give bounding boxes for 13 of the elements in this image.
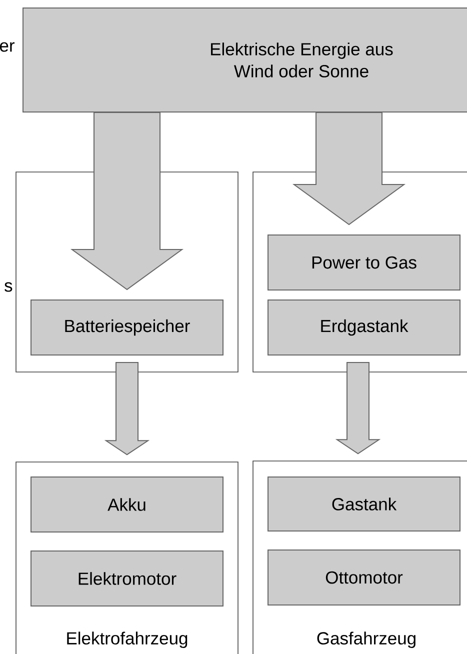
block-arrow: [335, 362, 381, 454]
component-box: Ottomotor: [268, 550, 460, 606]
block-arrow: [104, 362, 150, 456]
component-box: Gastank: [268, 476, 460, 532]
block-arrow: [292, 112, 406, 226]
component-box: Elektromotor: [30, 550, 224, 606]
energy-source-box: Elektrische Energie aus Wind oder Sonne: [22, 8, 467, 112]
cut-off-text: s: [4, 282, 12, 292]
component-box: Akku: [30, 476, 224, 532]
component-box: Power to Gas: [268, 234, 460, 290]
component-box: Batteriespeicher: [30, 300, 224, 356]
component-box: Erdgastank: [268, 300, 460, 356]
block-arrow: [70, 112, 184, 290]
